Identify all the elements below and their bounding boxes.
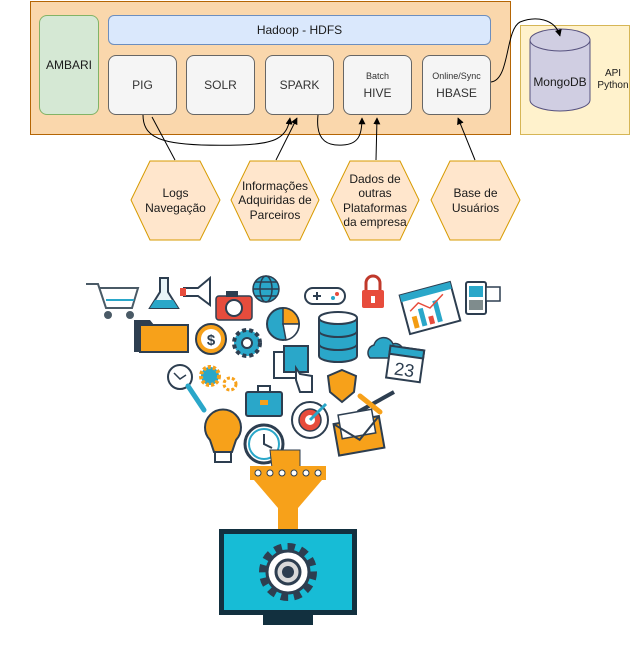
source-logs-line2: Navegação [145, 200, 206, 215]
source-hexagon-logs [130, 160, 221, 241]
source-users-line2: Usuários [451, 200, 500, 215]
logs-to-pig-connector [151, 116, 176, 161]
gears-icon [199, 365, 238, 392]
camera-icon [215, 291, 253, 321]
spark-box: SPARK [265, 55, 334, 115]
shield-icon [326, 368, 358, 404]
hdfs-box: Hadoop - HDFS [108, 15, 491, 45]
magnifier-icon [167, 364, 207, 413]
hive-label: HIVE [363, 85, 392, 100]
lightbulb-icon [204, 408, 242, 463]
database-icon [318, 311, 358, 363]
hbase-to-mongodb-connector [490, 18, 562, 83]
megaphone-icon [180, 275, 211, 307]
pig-box: PIG [108, 55, 177, 115]
ambari-box: AMBARI [39, 15, 99, 115]
source-hexagon-platforms [330, 160, 420, 241]
source-platforms-line3: Plataformas [342, 200, 408, 215]
briefcase-icon [245, 385, 283, 417]
source-partners-line2: Adquiridas de [238, 193, 312, 208]
platforms-to-hive-connector [373, 117, 381, 161]
source-hexagon-users [430, 160, 521, 241]
touch-app-icon [273, 345, 313, 393]
source-platforms-line4: da empresa [343, 215, 407, 229]
svg-text:$: $ [207, 332, 216, 349]
hive-caption: Batch [365, 70, 389, 81]
hbase-box: Online/Sync HBASE [422, 55, 491, 115]
hdfs-label: Hadoop - HDFS [256, 23, 343, 37]
source-platforms-line1: Dados de [349, 171, 401, 186]
dollar-coin-icon: $ [195, 323, 227, 355]
source-hexagon-partners [230, 160, 320, 241]
spark-label: SPARK [279, 78, 320, 92]
mongodb-cylinder [529, 28, 591, 112]
api-label-line1: API [604, 68, 622, 79]
pig-label: PIG [132, 78, 153, 92]
funnel-icon [250, 449, 326, 530]
tools-icon [357, 390, 395, 415]
source-platforms-line2: outras [358, 186, 392, 200]
source-users-line1: Base de [453, 186, 498, 200]
email-icon [332, 408, 386, 457]
hive-box: Batch HIVE [343, 55, 412, 115]
api-label-line2: Python [597, 80, 629, 91]
target-icon [291, 401, 329, 439]
source-logs-line1: Logs [162, 186, 189, 200]
flask-icon [148, 277, 180, 309]
gear-icon [232, 328, 262, 358]
hbase-caption: Online/Sync [432, 70, 481, 81]
partners-to-spark-connector [275, 117, 298, 161]
solr-label: SOLR [204, 78, 237, 92]
lock-icon [362, 274, 384, 308]
solr-box: SOLR [186, 55, 255, 115]
globe-icon [252, 275, 280, 303]
mongodb-label: MongoDB [533, 75, 587, 89]
users-to-hbase-connector [457, 117, 476, 161]
gamepad-icon [304, 287, 346, 305]
pie-chart-icon [266, 307, 300, 341]
spark-to-hive-connector [317, 114, 366, 146]
shopping-cart-icon [86, 283, 140, 319]
folder-icon [134, 320, 189, 353]
hbase-label: HBASE [436, 85, 477, 100]
api-python-label: API Python [593, 68, 631, 92]
mobile-phone-icon [465, 281, 501, 315]
source-partners-line3: Parceiros [249, 207, 301, 222]
calendar-icon: 23 [384, 344, 426, 384]
analytics-chart-icon [398, 280, 462, 336]
source-partners-line1: Informações [241, 178, 308, 193]
monitor-gear-icon [219, 529, 357, 625]
pig-to-spark-connector [142, 114, 293, 146]
ambari-label: AMBARI [45, 58, 92, 72]
calendar-day: 23 [393, 359, 416, 382]
